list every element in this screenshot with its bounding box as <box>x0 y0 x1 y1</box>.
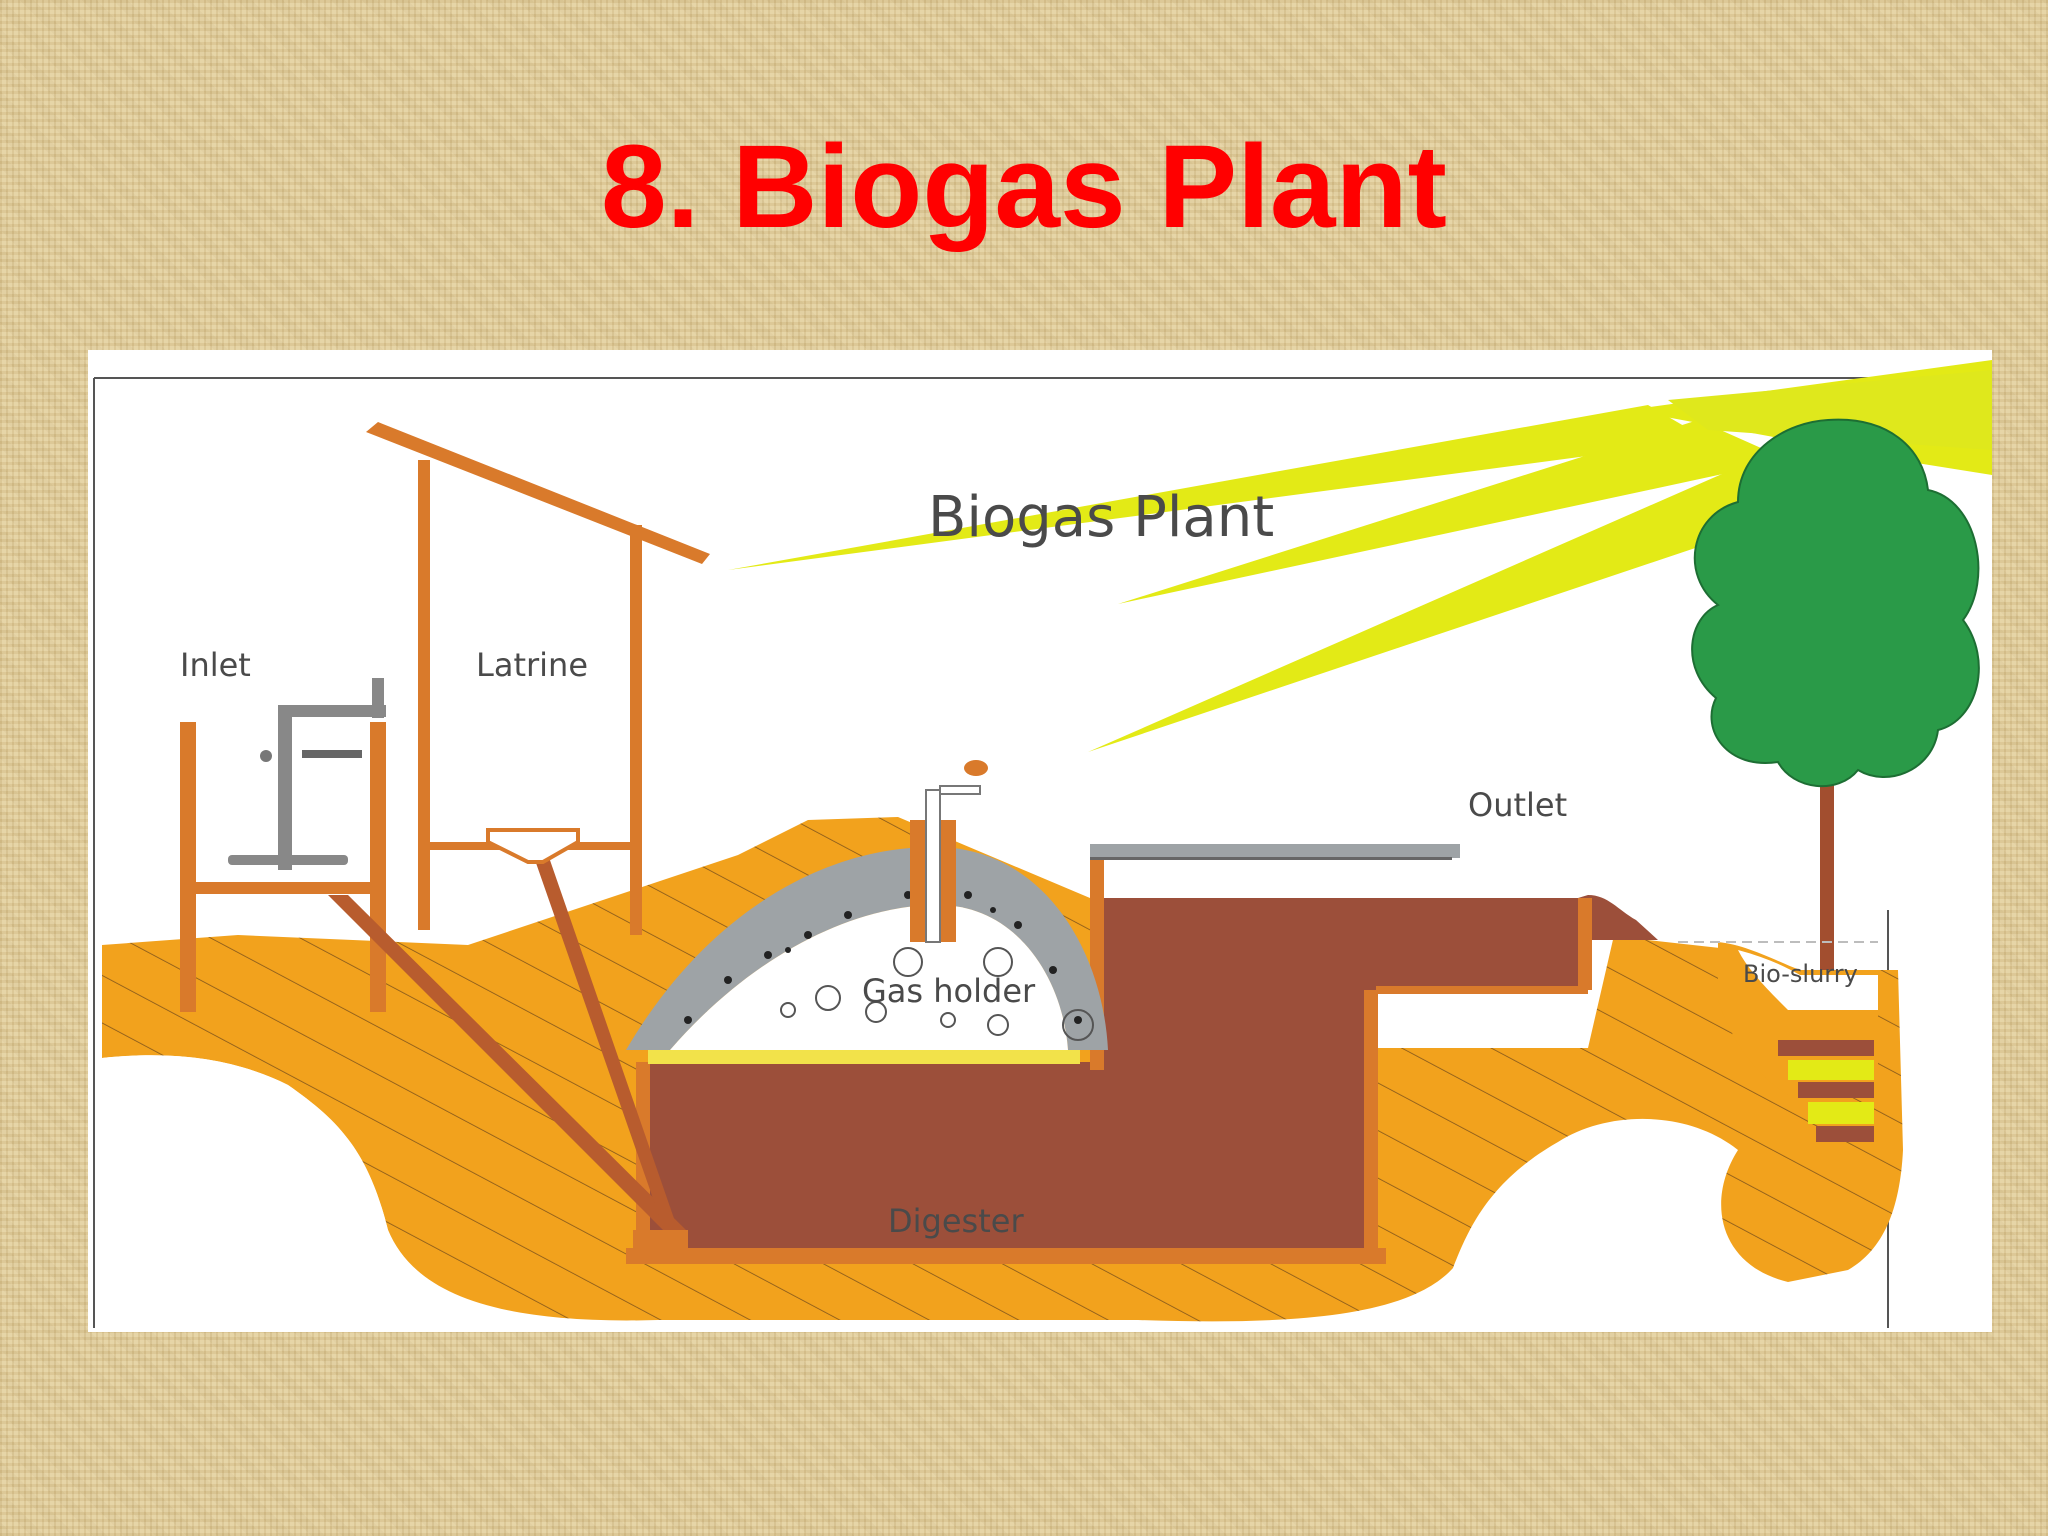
outlet-label: Outlet <box>1468 786 1567 824</box>
digester-label: Digester <box>888 1202 1024 1240</box>
bio-slurry-pit <box>1678 941 1878 1142</box>
gas-holder-label: Gas holder <box>862 972 1036 1010</box>
digester-tank <box>626 844 1658 1264</box>
diagram-heading: Biogas Plant <box>928 485 1274 550</box>
latrine-label: Latrine <box>476 646 588 684</box>
tree-icon <box>1691 418 1980 1025</box>
sun-rays <box>728 360 1992 752</box>
biogas-diagram: Biogas Plant Inlet Latrine Outlet Gas ho… <box>88 350 1992 1332</box>
inlet-label: Inlet <box>180 646 251 684</box>
inlet-pipes <box>328 840 688 1262</box>
bio-slurry-label: Bio-slurry <box>1743 960 1858 988</box>
gas-holder-dome <box>626 760 1108 1064</box>
slide-title: 8. Biogas Plant <box>601 121 1447 253</box>
latrine-structure <box>366 422 710 935</box>
